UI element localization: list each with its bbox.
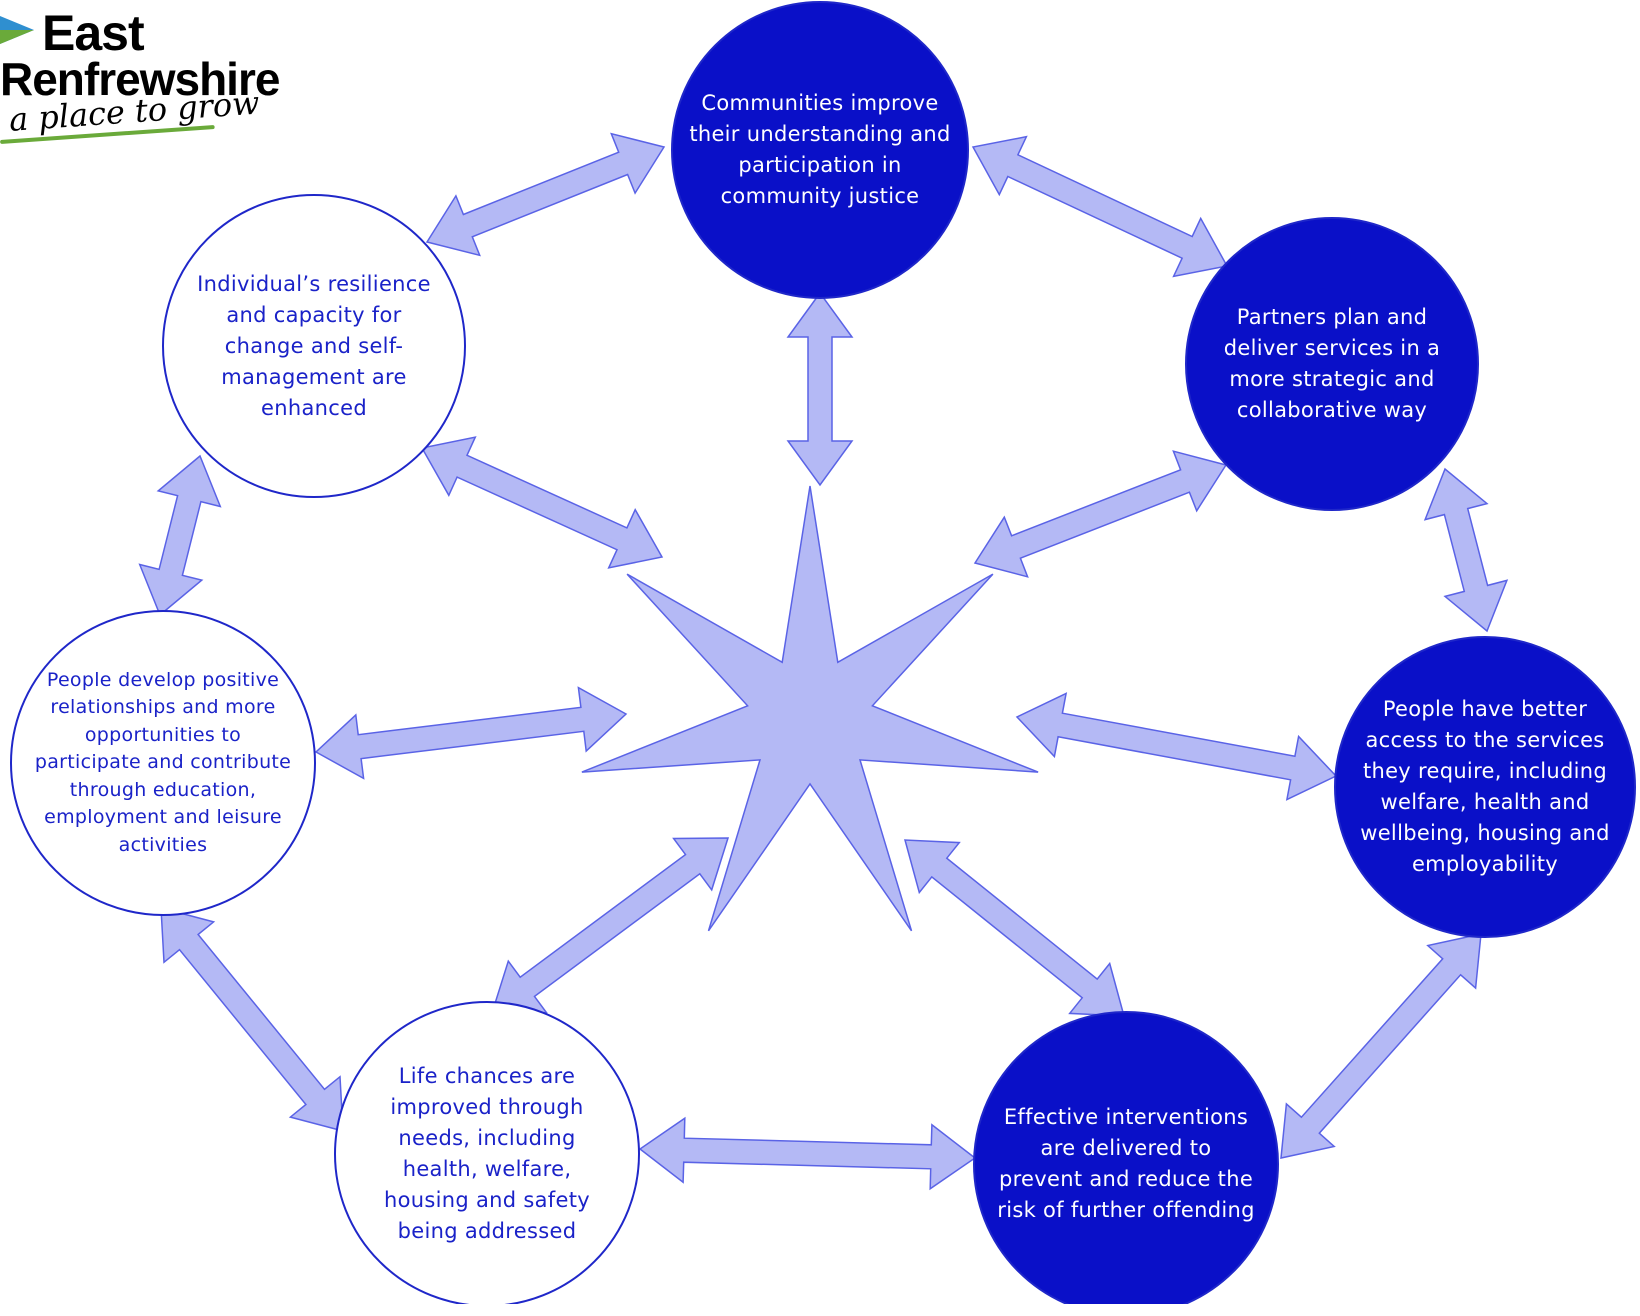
outcome-circle-lower-left <box>334 1001 640 1304</box>
a-l-ll-double-headed-arrow-icon <box>160 907 344 1132</box>
a-ul-star-double-headed-arrow-icon <box>420 436 664 569</box>
leaf-icon <box>0 16 34 44</box>
outcome-label-right: People have better access to the service… <box>1360 697 1610 876</box>
arrows-layer <box>138 132 1509 1191</box>
a-ll-lr-double-headed-arrow-icon <box>638 1116 977 1191</box>
a-ll-star-double-headed-arrow-icon <box>490 837 730 1014</box>
outcome-circle-top <box>671 1 969 299</box>
a-top-ul-double-headed-arrow-icon <box>425 132 666 257</box>
outcome-label-top: Communities improve their understanding … <box>689 91 951 208</box>
outcome-circle-lower-right <box>973 1011 1279 1304</box>
a-top-ur-double-headed-arrow-icon <box>971 135 1229 278</box>
star-layer <box>581 485 1039 932</box>
outcome-circle-upper-right <box>1185 217 1479 511</box>
outcome-circle-upper-left <box>162 194 466 498</box>
circles-layer <box>10 1 1636 1304</box>
outcome-label-upper-left: Individual’s resilience and capacity for… <box>197 271 431 420</box>
a-ur-star-double-headed-arrow-icon <box>973 450 1228 578</box>
outcome-label-lower-left: Life chances are improved through needs,… <box>384 1064 590 1243</box>
outcome-label-lower-right: Effective interventions are delivered to… <box>997 1105 1255 1222</box>
a-l-star-double-headed-arrow-icon <box>314 686 628 780</box>
logo-line-east: East <box>42 5 145 61</box>
logo-line-renfrewshire: Renfrewshire <box>0 53 280 105</box>
a-ur-r-double-headed-arrow-icon <box>1423 467 1509 633</box>
a-r-lr-double-headed-arrow-icon <box>1280 933 1482 1159</box>
outcome-label-left: People develop positive relationships an… <box>34 668 292 856</box>
outcome-circle-left <box>10 610 316 916</box>
a-r-star-double-headed-arrow-icon <box>1015 692 1338 801</box>
a-top-star-double-headed-arrow-icon <box>786 291 854 487</box>
outcome-label-upper-right: Partners plan and deliver services in a … <box>1223 305 1441 422</box>
outcome-circle-right <box>1334 636 1636 938</box>
seven-point-star-icon <box>581 485 1039 932</box>
a-star-lr-double-headed-arrow-icon <box>904 839 1125 1017</box>
east-renfrewshire-logo: East Renfrewshire a place to grow <box>0 0 360 210</box>
